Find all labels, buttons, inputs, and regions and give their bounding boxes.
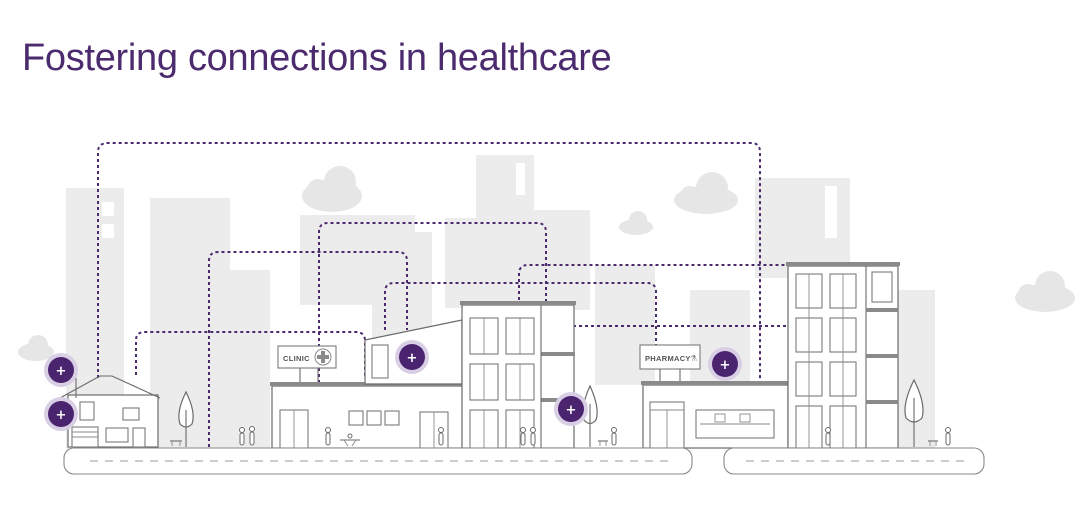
cloud xyxy=(674,172,738,214)
clouds xyxy=(18,166,1075,361)
hub-node[interactable]: + xyxy=(554,392,588,426)
hub-node[interactable]: + xyxy=(44,353,78,387)
plus-icon: + xyxy=(56,408,67,423)
person-icon xyxy=(520,427,526,446)
connector xyxy=(318,222,547,450)
person-icon xyxy=(611,427,617,446)
clinic-sign-label: CLINIC xyxy=(283,354,310,363)
cloud xyxy=(18,335,54,361)
connection-lines xyxy=(97,142,790,450)
cloud xyxy=(302,166,362,212)
connector xyxy=(208,251,408,447)
people xyxy=(170,426,951,447)
person-icon xyxy=(239,427,245,446)
pharmacy-building: PHARMACY ⚗ xyxy=(639,344,790,449)
house xyxy=(59,375,161,448)
mortar-pestle-icon: ⚗ xyxy=(690,354,697,363)
hub-node[interactable]: + xyxy=(44,397,78,431)
hub-node[interactable]: + xyxy=(708,347,742,381)
tree xyxy=(178,390,194,447)
street xyxy=(63,447,985,475)
medical-cross-icon xyxy=(314,348,332,366)
pharmacy-sign-label: PHARMACY xyxy=(645,354,691,363)
connector xyxy=(518,264,790,300)
person-icon xyxy=(438,427,444,446)
person-icon xyxy=(249,426,255,446)
person-icon xyxy=(325,427,331,446)
cloud xyxy=(1015,271,1075,312)
page-title: Fostering connections in healthcare xyxy=(22,37,612,79)
bench-icon xyxy=(598,440,608,446)
plus-icon: + xyxy=(720,358,731,373)
tree xyxy=(904,378,924,447)
office-building xyxy=(786,262,900,449)
hospital-building xyxy=(460,301,576,449)
person-icon xyxy=(945,427,951,446)
bench-icon xyxy=(928,440,938,446)
connector xyxy=(97,142,761,388)
person-icon xyxy=(530,427,536,446)
plus-icon: + xyxy=(407,351,418,366)
plus-icon: + xyxy=(56,364,67,379)
stretcher-icon xyxy=(340,433,360,447)
cloud xyxy=(619,211,653,235)
connector xyxy=(135,331,366,378)
clinic-building: CLINIC xyxy=(270,319,466,449)
person-icon xyxy=(825,427,831,446)
plus-icon: + xyxy=(566,403,577,418)
hub-node[interactable]: + xyxy=(395,340,429,374)
bench-icon xyxy=(170,440,182,446)
